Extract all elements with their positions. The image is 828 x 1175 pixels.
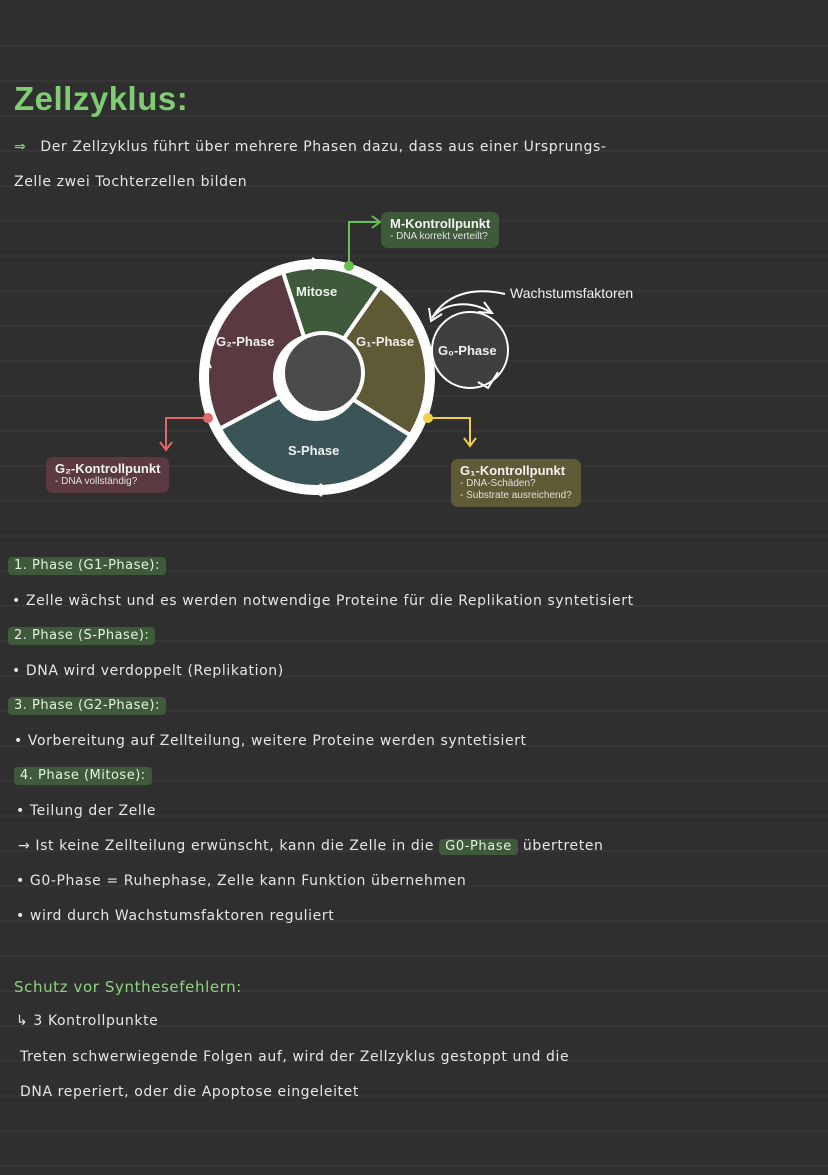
- m-checkpoint-dot: [344, 261, 354, 271]
- intro-line-2: Zelle zwei Tochterzellen bilden: [14, 174, 248, 190]
- label-mitose: Mitose: [296, 284, 337, 299]
- phase-2-heading: 2. Phase (S-Phase):: [8, 627, 156, 645]
- cell-cycle-wheel: [199, 259, 435, 495]
- cell-cycle-diagram: Mitose G₁-Phase S-Phase G₂-Phase G₀-Phas…: [159, 215, 633, 497]
- phase-3-heading: 3. Phase (G2-Phase):: [8, 697, 166, 715]
- ring-arrow-left-icon: [200, 355, 212, 369]
- schutz-heading: Schutz vor Synthesefehlern:: [14, 978, 242, 996]
- g2-checkpoint-dot: [203, 413, 213, 423]
- schutz-sub: ↳ 3 Kontrollpunkte: [16, 1013, 159, 1029]
- wheel-center: [281, 331, 365, 415]
- m-checkpoint-title: M-Kontrollpunkt: [390, 216, 491, 231]
- g1-checkpoint-connector: [428, 417, 471, 444]
- g0-rest-text: • G0-Phase = Ruhephase, Zelle kann Funkt…: [16, 873, 467, 889]
- schutz-line-2: DNA reperiert, oder die Apoptose eingele…: [20, 1084, 359, 1100]
- g1-checkpoint-dot: [423, 413, 433, 423]
- page-title: Zellzyklus:: [14, 80, 189, 117]
- label-wachstum: Wachstumsfaktoren: [510, 285, 633, 301]
- phase-2-text: • DNA wird verdoppelt (Replikation): [12, 663, 284, 679]
- intro-text-1: Der Zellzyklus führt über mehrere Phasen…: [40, 139, 607, 155]
- g0-arrowhead-icon: [477, 301, 495, 315]
- g1-checkpoint-arrow-icon: [463, 437, 477, 448]
- g0-arrow-in-icon: [431, 303, 491, 319]
- label-g1: G₁-Phase: [356, 334, 414, 349]
- ring-arrow-bottom-icon: [310, 483, 323, 497]
- label-s: S-Phase: [288, 443, 339, 458]
- intro-line-1: ⇒ Der Zellzyklus führt über mehrere Phase…: [14, 139, 607, 155]
- g0-arrow-out-icon: [477, 371, 499, 390]
- phase-1-text: • Zelle wächst und es werden notwendige …: [12, 593, 634, 609]
- schutz-line-1: Treten schwerwiegende Folgen auf, wird d…: [20, 1049, 570, 1065]
- g1-checkpoint-box: G₁-Kontrollpunkt - DNA-Schäden? - Substr…: [451, 459, 581, 507]
- regulation-text: • wird durch Wachstumsfaktoren reguliert: [16, 908, 335, 924]
- g0-phase-highlight: G0-Phase: [439, 839, 518, 855]
- segment-s: [217, 394, 414, 489]
- g1-checkpoint-line-1: - DNA-Schäden?: [460, 478, 536, 489]
- g0-transition-text: → Ist keine Zellteilung erwünscht, kann …: [18, 838, 435, 854]
- g1-checkpoint-title: G₁-Kontrollpunkt: [460, 463, 566, 478]
- wachstum-arrow-icon: [431, 290, 506, 319]
- g0-transition-end: übertreten: [522, 838, 604, 854]
- g2-checkpoint-box: G₂-Kontrollpunkt - DNA vollständig?: [46, 457, 170, 493]
- m-checkpoint-box: M-Kontrollpunkt - DNA korrekt verteilt?: [381, 212, 500, 248]
- m-checkpoint-line: - DNA korrekt verteilt?: [390, 231, 488, 242]
- m-checkpoint-connector: [348, 221, 378, 266]
- ring-arrow-top-icon: [311, 257, 324, 271]
- g2-checkpoint-title: G₂-Kontrollpunkt: [55, 461, 161, 476]
- phase-3-text: • Vorbereitung auf Zellteilung, weitere …: [14, 733, 527, 749]
- g0-transition-line: → Ist keine Zellteilung erwünscht, kann …: [18, 838, 604, 855]
- phase-1-heading: 1. Phase (G1-Phase):: [8, 557, 166, 575]
- g1-checkpoint-line-2: - Substrate ausreichend?: [460, 490, 572, 501]
- phase-4-text: • Teilung der Zelle: [16, 803, 157, 819]
- g2-checkpoint-line: - DNA vollständig?: [55, 476, 138, 487]
- wachstum-arrowhead-icon: [428, 307, 443, 323]
- double-arrow-icon: ⇒: [14, 139, 27, 155]
- g0-circle: [431, 311, 509, 389]
- g2-checkpoint-connector: [165, 417, 208, 448]
- g2-checkpoint-arrow-icon: [159, 441, 173, 452]
- label-g2: G₂-Phase: [216, 334, 275, 349]
- segment-g2: [205, 269, 307, 432]
- phase-4-heading: 4. Phase (Mitose):: [14, 767, 152, 785]
- label-g0: G₀-Phase: [438, 343, 497, 358]
- m-checkpoint-arrow-icon: [371, 215, 382, 229]
